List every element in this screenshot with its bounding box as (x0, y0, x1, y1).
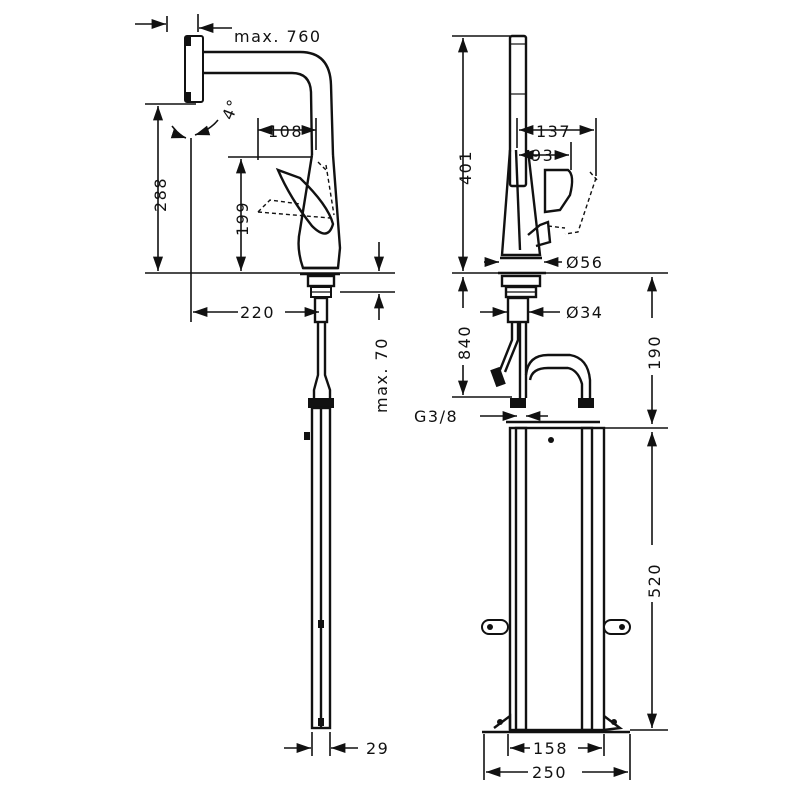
dim-angle-label: 4° (218, 96, 244, 123)
dim-angle: 4° (170, 96, 244, 139)
dim-deck-thickness: max. 70 (340, 242, 395, 413)
front-view: 401 137 93 Ø56 Ø34 (414, 34, 668, 782)
dim-shank-diameter: Ø34 (480, 303, 603, 322)
dim-lever-width: 137 (516, 118, 597, 176)
dim-spout-distance: 220 (190, 138, 319, 322)
dim-box-inner-width: 158 (507, 734, 605, 758)
dim-overall-height-label: 288 (151, 177, 170, 212)
dim-reach: max. 760 (135, 14, 322, 46)
dim-overall-height: 288 (145, 103, 395, 274)
dim-box-inner-width-label: 158 (533, 739, 568, 758)
dim-box-outer-width: 250 (483, 734, 631, 782)
dim-box-height: 520 (604, 427, 668, 731)
side-view: max. 760 4° 108 288 199 (135, 14, 395, 758)
dim-spray-height-label: 401 (456, 150, 475, 185)
dim-reach-label: max. 760 (234, 27, 322, 46)
dim-spout-distance-label: 220 (240, 303, 275, 322)
dim-hose-length: 840 (452, 277, 512, 398)
dim-hose-length-label: 840 (455, 325, 474, 360)
dim-spray-height: 401 (452, 35, 510, 274)
dim-connection-height: 190 (546, 272, 668, 424)
dim-thread-label: G3/8 (414, 407, 458, 426)
dim-lever-reach-label: 108 (268, 122, 303, 141)
dim-deck-thickness-label: max. 70 (372, 337, 391, 413)
dim-box-outer-width-label: 250 (532, 763, 567, 782)
dim-lever-width-label: 137 (536, 122, 571, 141)
dim-shank-diameter-label: Ø34 (566, 303, 603, 322)
dim-lever-reach: 108 (257, 118, 317, 160)
front-view-faucet-body (481, 34, 631, 734)
dim-hose-diameter: 29 (284, 732, 389, 758)
dim-connection-height-label: 190 (645, 335, 664, 370)
dim-base-diameter-label: Ø56 (566, 253, 603, 272)
dim-lever-inner-label: 93 (531, 146, 554, 165)
dim-lever-height-label: 199 (233, 201, 252, 236)
dim-thread: G3/8 (414, 407, 548, 426)
side-view-faucet-body (184, 35, 342, 730)
dim-box-height-label: 520 (645, 563, 664, 598)
dim-lever-inner: 93 (519, 142, 572, 170)
dim-hose-diameter-label: 29 (366, 739, 389, 758)
dim-base-diameter: Ø56 (484, 253, 603, 272)
dim-lever-height: 199 (228, 156, 312, 271)
